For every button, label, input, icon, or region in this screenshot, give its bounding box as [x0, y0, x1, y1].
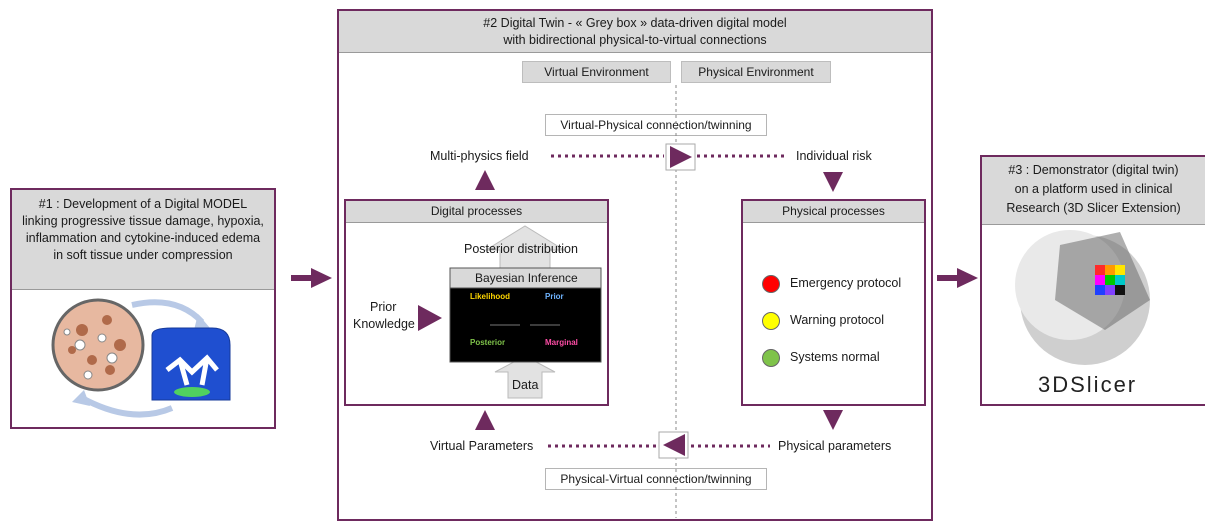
bayes-likelihood: Likelihood — [470, 292, 510, 301]
panel-digital-model: #1 : Development of a Digital MODEL link… — [10, 188, 276, 429]
emergency-protocol-label: Emergency protocol — [790, 276, 902, 290]
panel-digital-twin-title-2: with bidirectional physical-to-virtual c… — [503, 33, 767, 47]
warning-protocol-indicator — [762, 312, 780, 330]
prior-knowledge-label-2: Knowledge — [353, 317, 415, 331]
posterior-distribution-label: Posterior distribution — [464, 242, 578, 256]
prior-knowledge-label-1: Prior — [370, 300, 397, 314]
twinning-arrow-left — [663, 434, 685, 456]
panel-demonstrator-title-1: #3 : Demonstrator (digital twin) — [1008, 163, 1179, 177]
bayesian-inference-title: Bayesian Inference — [475, 271, 578, 285]
arrow-down-physical-params — [823, 410, 843, 430]
systems-normal-indicator — [762, 349, 780, 367]
physical-processes-header: Physical processes — [743, 201, 924, 223]
panel-digital-twin-header: #2 Digital Twin - « Grey box » data-driv… — [339, 11, 931, 53]
twinning-arrow-right — [670, 146, 692, 168]
arrow-up-multi-physics — [475, 170, 495, 190]
data-label: Data — [512, 378, 539, 392]
multi-physics-field-label: Multi-physics field — [430, 149, 529, 163]
bayes-posterior: Posterior — [470, 338, 506, 347]
emergency-protocol-indicator — [762, 275, 780, 293]
bayes-prior: Prior — [545, 292, 564, 301]
posterior-arrow — [484, 225, 566, 269]
panel-digital-model-header: #1 : Development of a Digital MODEL link… — [12, 190, 274, 290]
arrow-model-to-twin — [311, 268, 332, 288]
physical-parameters-label: Physical parameters — [778, 439, 892, 453]
panel-demonstrator-title-2: on a platform used in clinical — [1014, 182, 1173, 196]
arrow-twin-to-demonstrator — [957, 268, 978, 288]
digital-processes-header: Digital processes — [346, 201, 607, 223]
warning-protocol-label: Warning protocol — [790, 313, 885, 327]
data-arrow — [494, 355, 556, 399]
virtual-environment-tab: Virtual Environment — [522, 61, 671, 83]
systems-normal-label: Systems normal — [790, 350, 880, 364]
slicer-logo-text: 3DSlicer — [1038, 372, 1138, 397]
slicer-logo — [1015, 230, 1150, 365]
physical-environment-tab: Physical Environment — [681, 61, 831, 83]
tissue-model-illustration — [51, 298, 231, 418]
individual-risk-label: Individual risk — [796, 149, 872, 163]
prior-knowledge-arrow — [418, 305, 442, 331]
physical-processes-box: Physical processes — [741, 199, 926, 406]
virtual-parameters-label: Virtual Parameters — [430, 439, 534, 453]
panel-digital-model-title: #1 : Development of a Digital MODEL link… — [22, 197, 264, 262]
virtual-physical-connection-label: Virtual-Physical connection/twinning — [545, 114, 767, 136]
physical-virtual-connection-label: Physical-Virtual connection/twinning — [545, 468, 767, 490]
bayes-marginal: Marginal — [545, 338, 578, 347]
panel-demonstrator-header: #3 : Demonstrator (digital twin) on a pl… — [982, 157, 1205, 225]
panel-demonstrator-title-3: Research (3D Slicer Extension) — [1006, 201, 1181, 215]
arrow-down-individual-risk — [823, 172, 843, 192]
arrow-up-virtual-params — [475, 410, 495, 430]
panel-digital-twin-title-1: #2 Digital Twin - « Grey box » data-driv… — [483, 16, 787, 30]
